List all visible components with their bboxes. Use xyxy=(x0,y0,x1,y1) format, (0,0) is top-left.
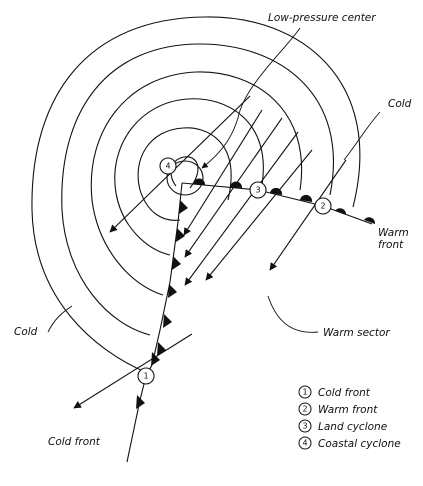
marker-1: 1 xyxy=(137,367,155,385)
marker-2-label: 2 xyxy=(320,202,325,211)
legend-number: 3 xyxy=(302,422,307,431)
cold-front-symbol xyxy=(179,200,188,214)
fronts xyxy=(126,178,376,463)
marker-2: 2 xyxy=(314,197,332,215)
cold-label-right: Cold xyxy=(388,98,412,110)
warm-front-label-line1: Warm xyxy=(378,227,409,239)
low-pressure-leader xyxy=(201,27,301,169)
warm-front-line xyxy=(181,182,373,225)
leaders xyxy=(47,27,381,333)
marker-4-label: 4 xyxy=(165,162,170,171)
legend-text: Coastal cyclone xyxy=(318,438,401,450)
track-arrow xyxy=(184,117,283,258)
warm-front-label-line2: front xyxy=(378,239,404,251)
marker-4: 4 xyxy=(159,157,177,175)
legend-text: Warm front xyxy=(318,404,378,416)
warm-sector-leader xyxy=(267,295,319,333)
isobar-1 xyxy=(166,160,204,196)
track-arrow xyxy=(109,95,251,233)
marker-3-label: 3 xyxy=(255,186,260,195)
cold-front-symbol xyxy=(163,314,172,328)
warm-sector-label: Warm sector xyxy=(323,327,390,339)
track-arrow-coastal xyxy=(73,333,193,409)
low-pressure-center-label: Low-pressure center xyxy=(268,12,376,24)
isobar-3 xyxy=(114,98,264,256)
legend-number: 2 xyxy=(302,405,307,414)
legend-number: 4 xyxy=(302,439,307,448)
track-arrows xyxy=(73,95,347,409)
track-arrow xyxy=(183,109,263,236)
cold-label-left: Cold xyxy=(14,326,38,338)
isobars xyxy=(31,16,361,373)
warm-front-symbol xyxy=(364,217,376,224)
low-center-curl xyxy=(170,156,199,189)
legend-text: Land cyclone xyxy=(318,421,387,433)
legend-item: 3 Land cyclone xyxy=(298,419,387,433)
legend: 1 Cold front 2 Warm front 3 Land cyclone… xyxy=(298,385,401,450)
warm-front-symbol xyxy=(193,178,206,185)
track-arrow xyxy=(184,131,299,286)
marker-3: 3 xyxy=(249,181,267,199)
isobar-4 xyxy=(90,71,303,296)
track-arrow xyxy=(269,159,347,271)
cold-front-symbol xyxy=(151,352,160,366)
cold-front-symbol xyxy=(136,395,145,409)
cold-front-symbol xyxy=(172,256,181,270)
cold-front-symbol xyxy=(157,342,166,356)
warm-front-symbol xyxy=(335,208,347,215)
legend-item: 2 Warm front xyxy=(298,402,378,416)
warm-front-symbol xyxy=(300,194,313,202)
cold-left-leader xyxy=(47,305,73,333)
cold-front-label: Cold front xyxy=(48,436,101,448)
isobar-5 xyxy=(31,16,361,373)
marker-1-label: 1 xyxy=(143,372,148,381)
cold-front-symbol xyxy=(168,284,177,298)
legend-text: Cold front xyxy=(318,387,371,399)
cold-front-symbol xyxy=(176,228,185,242)
legend-item: 4 Coastal cyclone xyxy=(298,436,401,450)
track-arrow xyxy=(205,149,313,281)
cold-right-leader xyxy=(343,111,381,161)
legend-number: 1 xyxy=(302,388,307,397)
cold-front-line xyxy=(126,182,183,463)
legend-item: 1 Cold front xyxy=(298,385,371,399)
